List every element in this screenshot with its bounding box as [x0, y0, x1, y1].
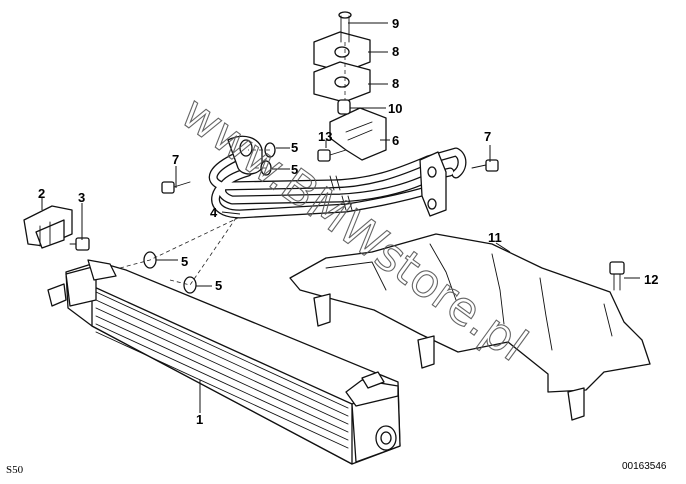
callout-5-third: 5 — [181, 254, 188, 269]
bolt-7-left — [161, 181, 191, 194]
callout-labels: 1 2 3 4 5 5 5 5 6 7 7 8 8 9 10 11 12 13 — [38, 16, 658, 427]
callout-6: 6 — [392, 133, 399, 148]
air-duct — [289, 233, 651, 421]
callout-10: 10 — [388, 101, 402, 116]
oil-hoses — [208, 135, 467, 219]
callout-7-left: 7 — [172, 152, 179, 167]
callout-8-upper: 8 — [392, 44, 399, 59]
clamp-lower — [313, 61, 371, 103]
bracket-plate — [329, 107, 387, 161]
bracket-clip — [23, 205, 73, 249]
callout-5-upper: 5 — [291, 140, 298, 155]
callout-3: 3 — [78, 190, 85, 205]
callout-8-lower: 8 — [392, 76, 399, 91]
callout-2: 2 — [38, 186, 45, 201]
callout-9: 9 — [392, 16, 399, 31]
oil-cooler — [47, 259, 401, 465]
callout-7-right: 7 — [484, 129, 491, 144]
bolt-12 — [609, 261, 625, 291]
callout-4: 4 — [210, 205, 218, 220]
bolt-7-right — [471, 159, 499, 172]
footer-left-code: S50 — [6, 464, 24, 476]
assembly-lines — [119, 42, 346, 286]
callout-12: 12 — [644, 272, 658, 287]
callout-1: 1 — [196, 412, 203, 427]
footer-right-code: 00163546 — [622, 461, 667, 472]
callout-5-lower: 5 — [215, 278, 222, 293]
screw-9 — [338, 11, 352, 43]
clamp-upper — [313, 31, 371, 73]
callout-11: 11 — [488, 230, 502, 245]
callout-13: 13 — [318, 129, 332, 144]
leader-lines — [41, 22, 640, 413]
screw-3 — [69, 237, 90, 251]
bolt-13 — [317, 149, 347, 162]
callout-5-second: 5 — [291, 162, 298, 177]
bushing — [337, 99, 351, 115]
